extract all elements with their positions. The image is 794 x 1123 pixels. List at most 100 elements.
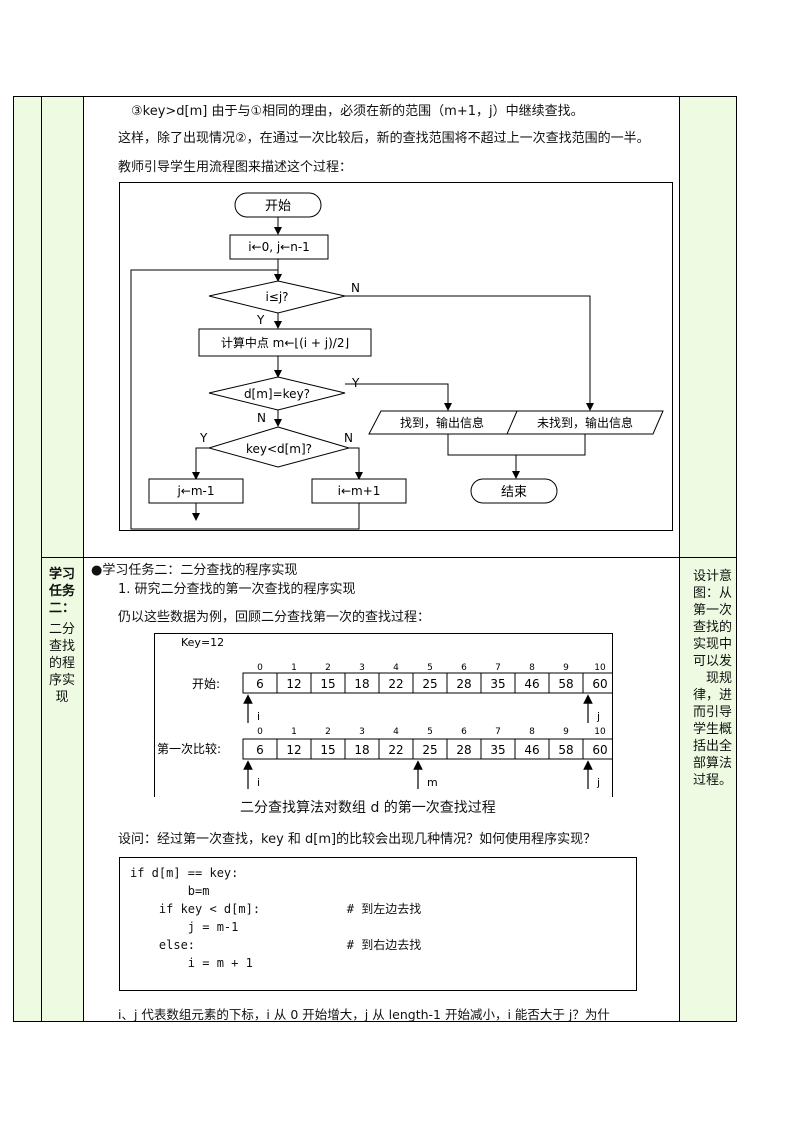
grid-line: [13, 96, 14, 1022]
index-label: 10: [594, 727, 606, 737]
index-label: 1: [291, 727, 297, 737]
pointer-label: m: [427, 776, 438, 789]
table-bottom-border: [13, 1021, 737, 1022]
index-label: 6: [461, 727, 467, 737]
paragraph-line: ③key>d[m] 由于与①相同的理由，必须在新的范围（m+1，j）中继续查找。: [131, 104, 584, 119]
direction-condition: [207, 426, 351, 468]
index-label: 7: [495, 727, 501, 737]
flowchart: 开始 i←0, j←n-1 i≤j? N Y 计算中点 m←⌊(i + j)/2…: [130, 192, 664, 530]
array-value: 25: [422, 677, 437, 691]
code-line: if d[m] == key:: [130, 866, 239, 880]
table-top-border: [13, 96, 737, 97]
code-line: i = m + 1: [130, 956, 253, 970]
array-svg: Key=12 开始: 第一次比较: 0611221531842252562873…: [157, 636, 618, 789]
array-value: 28: [456, 677, 471, 691]
index-label: 3: [359, 727, 365, 737]
index-label: 7: [495, 663, 501, 673]
row2-label: 第一次比较:: [157, 741, 221, 756]
array-value: 6: [256, 743, 264, 757]
array-value: 35: [490, 743, 505, 757]
array-value: 58: [558, 677, 573, 691]
paragraph-line: 这样，除了出现情况②，在通过一次比较后，新的查找范围将不超过上一次查找范围的一半…: [118, 131, 650, 146]
row1-label: 开始:: [192, 677, 220, 691]
not-found-output: [506, 410, 664, 435]
array-value: 28: [456, 743, 471, 757]
cond2-yes: Y: [351, 376, 360, 390]
index-label: 4: [393, 663, 399, 673]
diagram-caption: 二分查找算法对数组 d 的第一次查找过程: [240, 800, 496, 816]
left-update-label: j←m-1: [176, 484, 214, 498]
key-label: Key=12: [181, 636, 224, 649]
index-label: 2: [325, 663, 331, 673]
end-terminal: [470, 478, 558, 504]
paragraph-line: 教师引导学生用流程图来描述这个过程：: [118, 160, 353, 175]
code-line: if key < d[m]: # 到左边去找: [130, 902, 422, 916]
index-label: 0: [257, 663, 263, 673]
cond1-yes: Y: [256, 313, 265, 327]
bullet-heading: ●学习任务二：二分查找的程序实现: [91, 563, 298, 578]
code-line: b=m: [130, 884, 210, 898]
cond1-label: i≤j?: [265, 290, 288, 304]
task-title: 学习任务二：: [48, 567, 75, 616]
code-line: else: # 到右边去找: [130, 938, 422, 952]
grid-line: [736, 96, 737, 1022]
cond1-no: N: [351, 281, 360, 295]
design-note: 设计意图：从第一次查找的实现中可以发现规律，进而引导学生概括出全部算法过程。: [692, 569, 732, 788]
array-value: 58: [558, 743, 573, 757]
array-value: 22: [388, 677, 403, 691]
cond3-label: key<d[m]?: [246, 442, 312, 456]
index-label: 1: [291, 663, 297, 673]
end-label: 结束: [501, 485, 527, 500]
grid-line: [83, 96, 84, 1022]
array-value: 18: [354, 677, 369, 691]
array-value: 18: [354, 743, 369, 757]
cond2-no: N: [257, 411, 266, 425]
array-value: 35: [490, 677, 505, 691]
index-label: 2: [325, 727, 331, 737]
compute-label: 计算中点 m←⌊(i + j)/2⌋: [221, 335, 349, 350]
cond3-yes: Y: [199, 431, 208, 445]
index-label: 9: [563, 663, 569, 673]
pointer-label: i: [257, 710, 260, 723]
init-process: [229, 234, 329, 260]
array-value: 60: [592, 677, 607, 691]
array-value: 46: [524, 677, 539, 691]
index-label: 10: [594, 663, 606, 673]
pointer-label: j: [596, 776, 600, 789]
index-label: 4: [393, 727, 399, 737]
question-text: 设问：经过第一次查找，key 和 d[m]的比较会出现几种情况？如何使用程序实现…: [118, 832, 597, 847]
compute-midpoint: [198, 328, 372, 357]
right-update-label: i←m+1: [338, 484, 381, 498]
index-label: 0: [257, 727, 263, 737]
array-value: 12: [286, 677, 301, 691]
pointer-label: i: [257, 776, 260, 789]
array-value: 15: [320, 677, 335, 691]
intro-text: 仍以这些数据为例，回顾二分查找第一次的查找过程：: [118, 610, 431, 625]
left-column-a: [13, 97, 41, 1021]
row-divider: [41, 557, 737, 558]
index-label: 9: [563, 727, 569, 737]
cond2-label: d[m]=key?: [244, 387, 310, 401]
found-label: 找到，输出信息: [400, 415, 484, 430]
bottom-paragraph: i、j 代表数组元素的下标，i 从 0 开始增大，j 从 length-1 开始…: [118, 1007, 610, 1022]
index-label: 6: [461, 663, 467, 673]
grid-line: [679, 96, 680, 1022]
index-label: 5: [427, 727, 433, 737]
code-line: j = m-1: [130, 920, 239, 934]
array-value: 46: [524, 743, 539, 757]
index-label: 8: [529, 663, 535, 673]
array-value: 25: [422, 743, 437, 757]
task-subtitle: 二分查找的程序实现: [48, 622, 75, 705]
array-value: 12: [286, 743, 301, 757]
array-value: 22: [388, 743, 403, 757]
grid-line: [41, 96, 42, 1022]
index-label: 3: [359, 663, 365, 673]
init-label: i←0, j←n-1: [248, 240, 310, 254]
code-block: if d[m] == key: b=m if key < d[m]: # 到左边…: [119, 857, 637, 991]
cond3-no: N: [344, 431, 353, 445]
right-column: [679, 97, 736, 1021]
subheading: 1. 研究二分查找的第一次查找的程序实现: [118, 582, 356, 597]
array-value: 6: [256, 677, 264, 691]
start-label: 开始: [265, 199, 291, 214]
